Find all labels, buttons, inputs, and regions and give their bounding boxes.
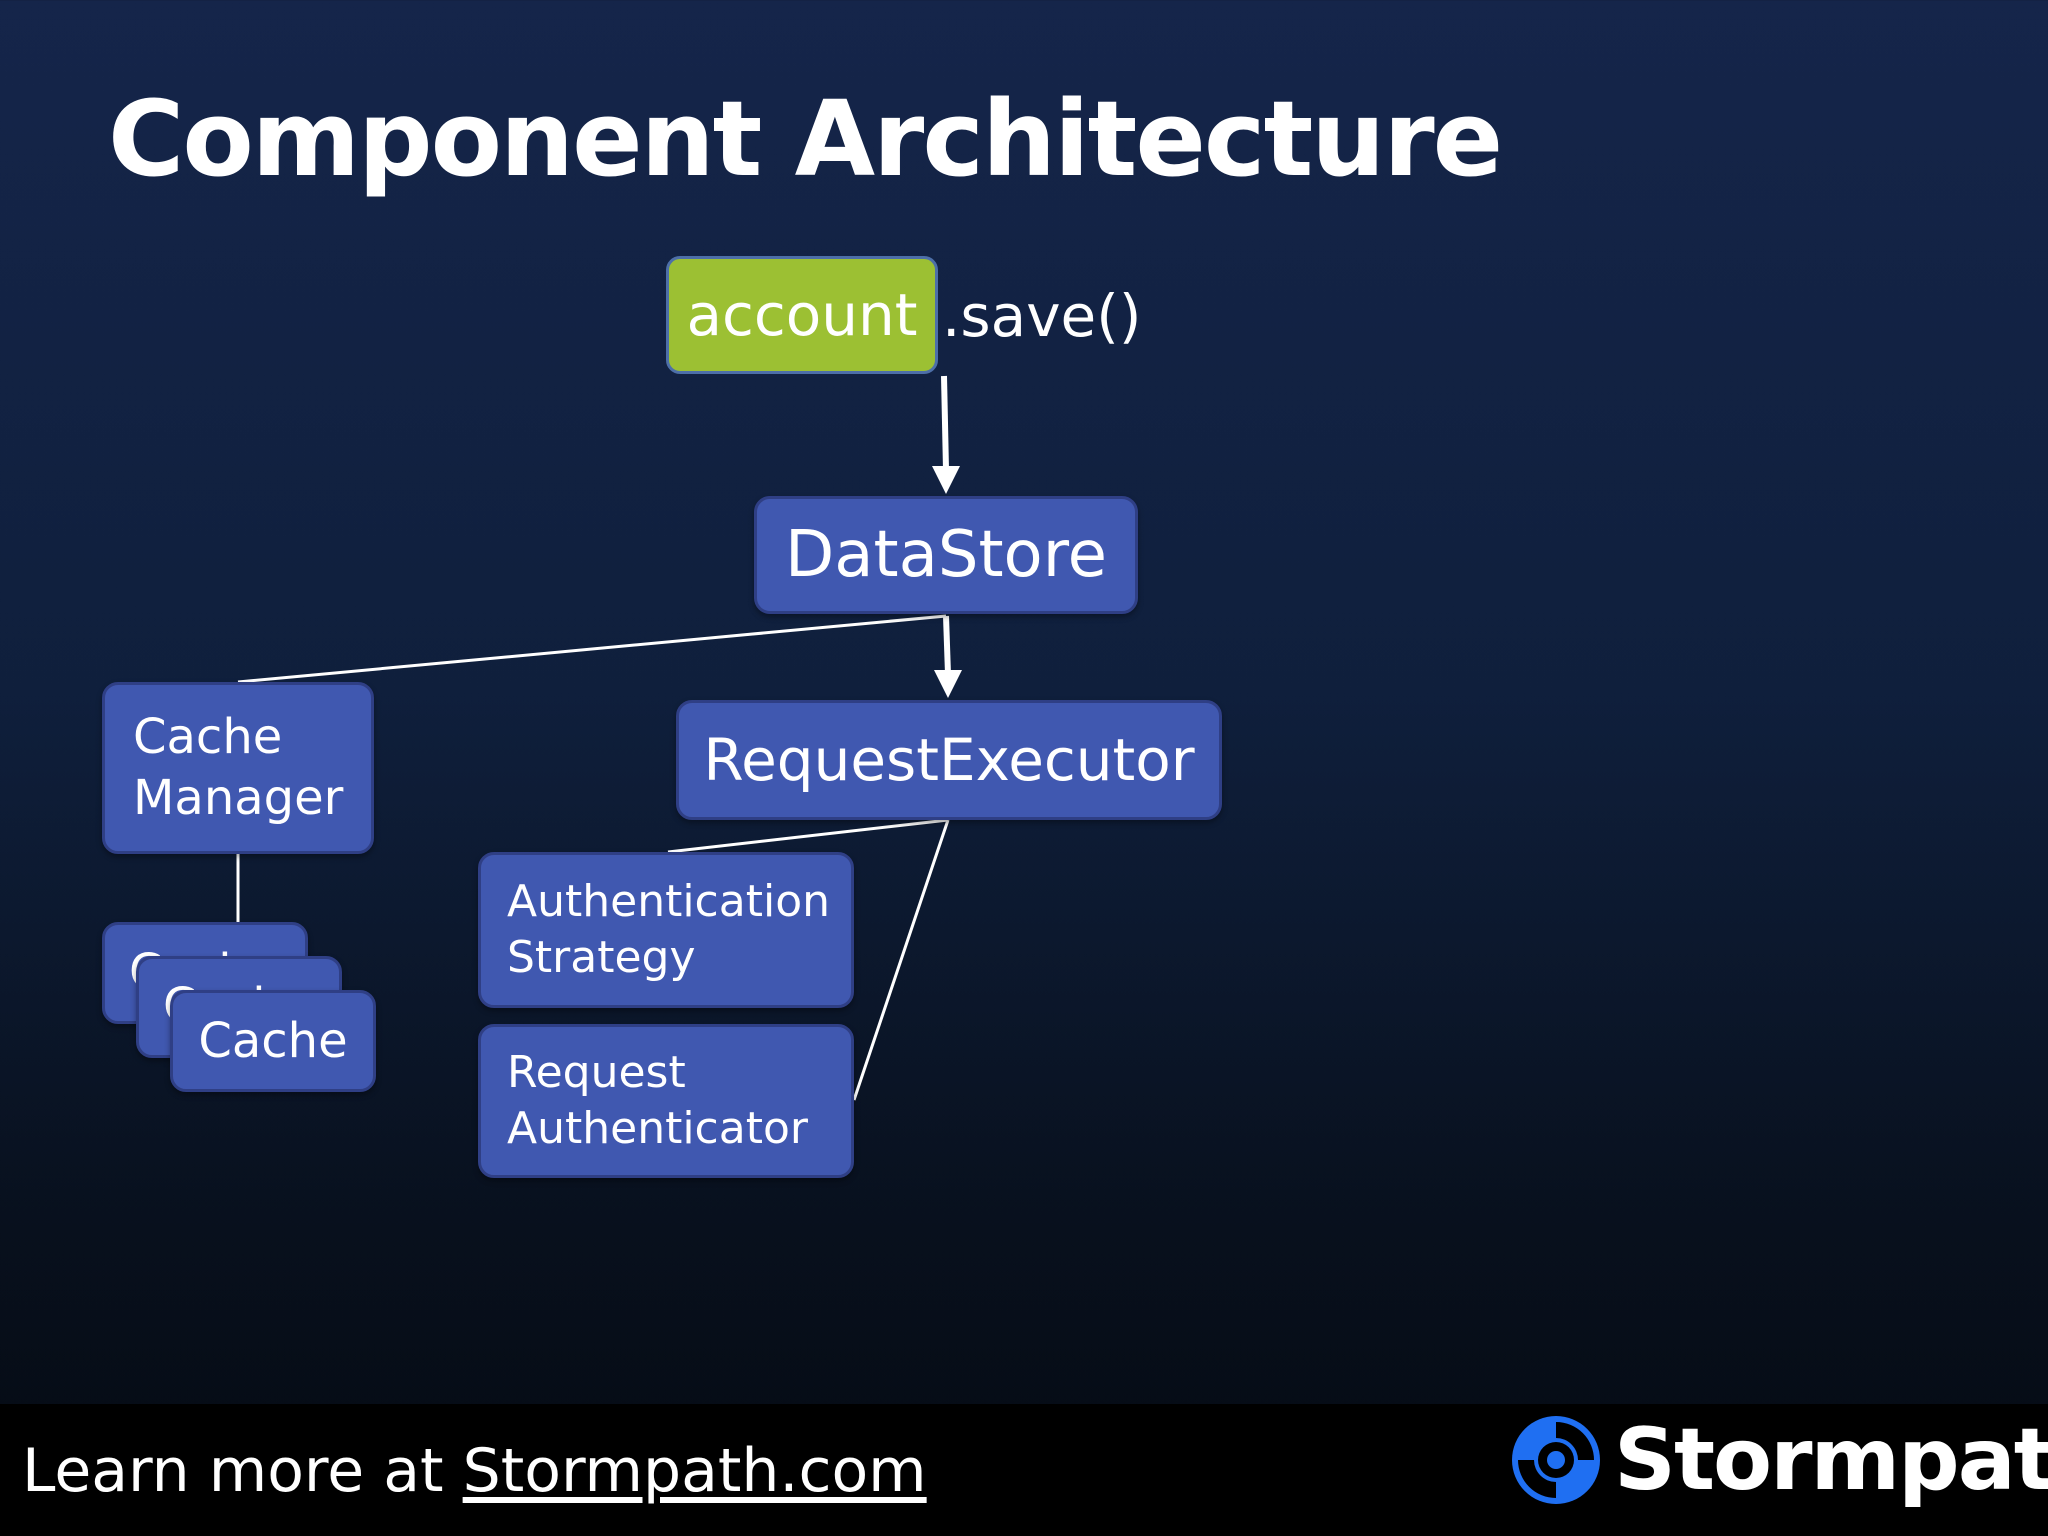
line-requestexecutor-to-authstrategy — [667, 818, 949, 854]
request-auth-line1: Request — [507, 1046, 686, 1098]
footer-prefix: Learn more at — [22, 1436, 463, 1506]
footer-bar — [0, 1404, 2048, 1536]
cache-node-front: Cache — [170, 990, 376, 1092]
account-object-box: account — [666, 256, 938, 374]
datastore-node: DataStore — [754, 496, 1138, 614]
stormpath-logo: Stormpath — [1508, 1410, 2048, 1510]
authentication-strategy-node: Authentication Strategy — [478, 852, 854, 1008]
arrow-datastore-to-requestexecutor — [934, 615, 962, 698]
cache-manager-node: Cache Manager — [102, 682, 374, 854]
save-method-call: .save() — [942, 282, 1142, 350]
request-auth-line2: Authenticator — [507, 1103, 808, 1154]
footer-website-link[interactable]: Stormpath.com — [462, 1436, 927, 1506]
stormpath-swirl-icon — [1512, 1416, 1600, 1504]
stormpath-logo-text: Stormpath — [1614, 1410, 2048, 1510]
request-executor-node: RequestExecutor — [676, 700, 1222, 820]
auth-strategy-line1: Authentication — [507, 875, 830, 927]
line-datastore-to-cachemanager — [237, 614, 947, 684]
footer-learn-more: Learn more at Stormpath.com — [22, 1436, 927, 1506]
line-requestexecutor-to-requestauth — [852, 819, 950, 1101]
cache-manager-line1: Cache — [133, 708, 283, 765]
arrow-account-to-datastore — [932, 375, 960, 494]
cache-manager-line2: Manager — [133, 770, 344, 826]
slide-title: Component Architecture — [108, 78, 1503, 200]
request-authenticator-node: Request Authenticator — [478, 1024, 854, 1178]
auth-strategy-line2: Strategy — [507, 932, 696, 983]
